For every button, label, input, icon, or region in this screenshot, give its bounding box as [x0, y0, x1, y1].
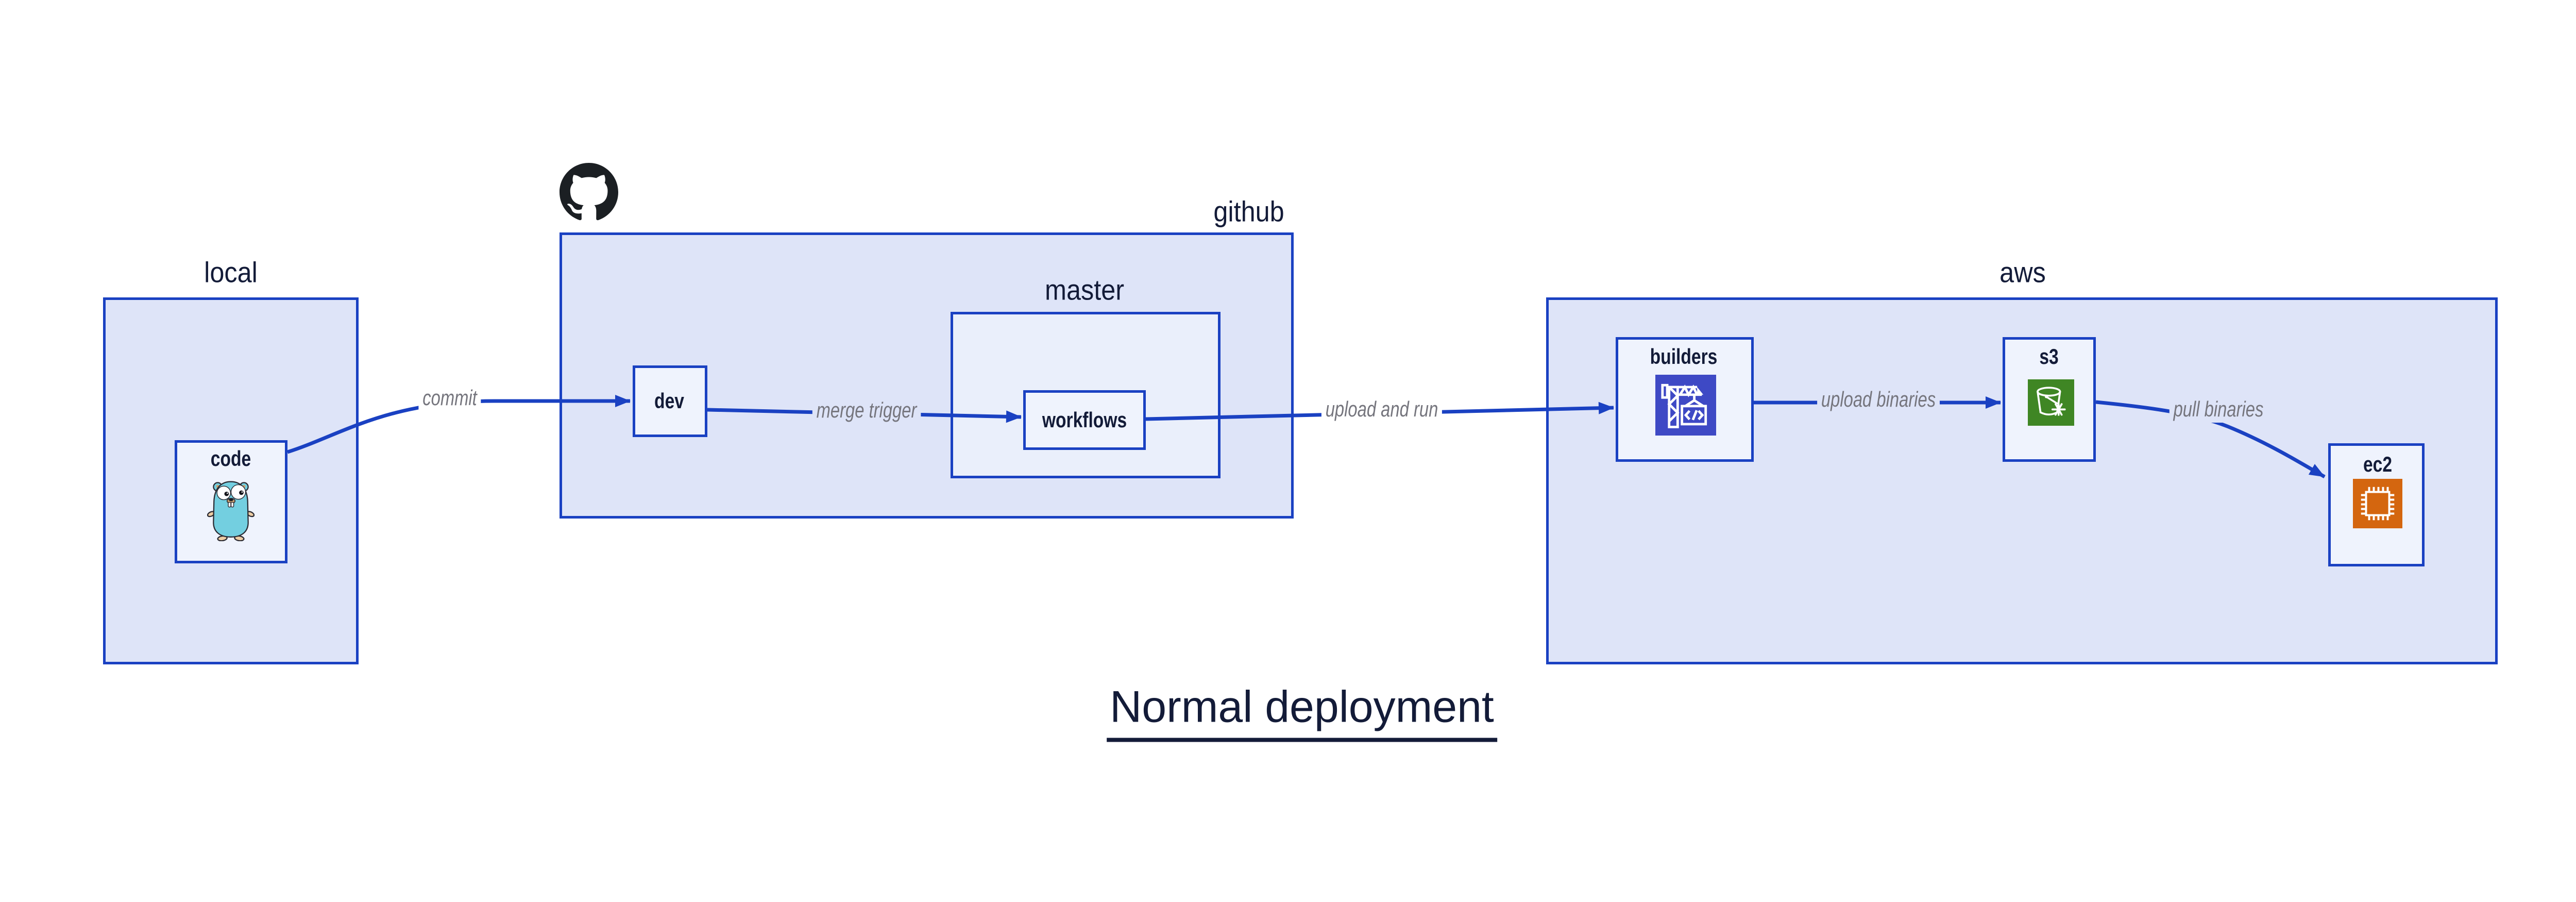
ec2-chip-icon: [2353, 479, 2402, 528]
group-aws-label: aws: [1999, 256, 2046, 289]
node-code-label: code: [210, 446, 251, 471]
node-builders-box: [1616, 337, 1754, 462]
edge-label-merge-trigger: merge trigger: [812, 397, 921, 424]
group-github-label: github: [1213, 195, 1284, 228]
s3-bucket-icon: [2028, 379, 2074, 426]
edge-label-commit: commit: [418, 385, 481, 411]
group-local-label: local: [204, 256, 258, 289]
node-ec2-label: ec2: [2363, 452, 2393, 476]
page-title: Normal deployment: [1107, 682, 1497, 742]
edge-label-upload-and-run: upload and run: [1321, 396, 1443, 423]
github-logo-icon: [560, 163, 618, 221]
edge-label-pull-binaries: pull binaries: [2169, 396, 2268, 423]
codebuild-crane-icon: [1655, 375, 1716, 436]
node-workflows-label: workflows: [1042, 408, 1127, 432]
edge-label-upload-binaries: upload binaries: [1817, 386, 1940, 413]
node-s3-label: s3: [2039, 344, 2059, 369]
group-master-label: master: [1044, 273, 1125, 306]
node-workflows-box: [1023, 390, 1146, 450]
node-builders-label: builders: [1650, 344, 1718, 369]
node-dev-label: dev: [654, 389, 684, 413]
node-dev-box: [633, 365, 707, 437]
go-gopher-icon: [207, 481, 255, 541]
